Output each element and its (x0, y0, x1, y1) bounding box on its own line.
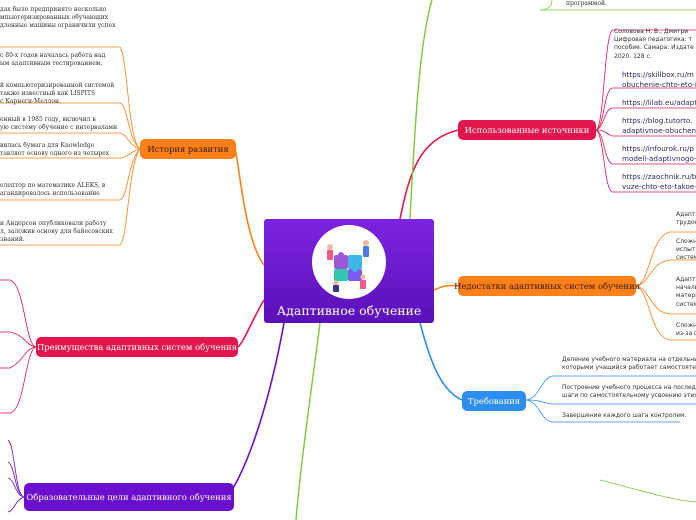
branch-history[interactable]: История развития (140, 139, 236, 159)
branch-sources[interactable]: Использованные источники (458, 120, 596, 140)
branch-history-label: История развития (147, 144, 229, 154)
source-link-4[interactable]: https://infourok.ru/p modeli-adaptivnogo… (622, 144, 696, 163)
branch-goals[interactable]: Образовательные цели адаптивного обучени… (24, 483, 234, 511)
history-note-5: вилась бумага для Knowledge тавляет осно… (0, 142, 110, 158)
central-topic-node[interactable]: Адаптивное обучение (264, 219, 434, 323)
history-note-6: елептор по математике ALEKS, в агандиров… (0, 182, 106, 198)
history-note-3: й компьютеризированной системой также из… (0, 82, 115, 106)
branch-disadvantages-label: Недостатки адаптивных систем обучения (454, 281, 640, 291)
branch-requirements-label: Требования (467, 396, 521, 406)
sources-top-note: программой. (566, 0, 607, 7)
branch-sources-label: Использованные источники (464, 125, 590, 135)
source-link-1[interactable]: https://skillbox.ru/m obuchenie-chto-eto… (622, 70, 696, 89)
source-link-2[interactable]: https://lilab.eu/adapt (622, 98, 696, 107)
requirement-note-3: Завершение каждого шага контролем. (562, 412, 687, 419)
central-topic-title: Адаптивное обучение (276, 303, 422, 318)
history-note-2: с 80-х годов началась работа над ым адап… (0, 52, 106, 68)
history-note-7: и Андерсон опубликовали работу л, заложи… (0, 220, 113, 244)
requirement-note-2: Построение учебного процесса на последов… (562, 384, 696, 400)
disadvantage-note-4: Сложно из-за ф (676, 322, 696, 338)
branch-advantages-label: Преимущества адаптивных систем обучения (36, 342, 238, 352)
requirement-note-1: Деление учебного материала на отдельные … (562, 356, 696, 372)
branch-disadvantages[interactable]: Недостатки адаптивных систем обучения (454, 276, 640, 296)
branch-goals-label: Образовательные цели адаптивного обучени… (26, 491, 232, 502)
source-link-3[interactable]: https://blog.tutorto. adaptivnoe-obuchen… (622, 116, 696, 135)
history-note-1: дах было предпринято несколько мпьютериз… (0, 6, 116, 30)
source-link-5[interactable]: https://zaochnik.ru/b vuze-chto-eto-tako… (622, 172, 696, 191)
branch-requirements[interactable]: Требования (462, 391, 526, 411)
disadvantage-note-3: Адапти началь матери систем (676, 276, 696, 308)
disadvantage-note-2: Сложно испыт систем (676, 238, 696, 262)
sources-book-reference: Соловова Н. В., Дмитри Цифровая педагоги… (614, 28, 694, 60)
history-note-4: енный в 1985 году, включил в ую систему … (0, 116, 118, 132)
disadvantage-note-1: Адапти трудоё (676, 211, 696, 227)
branch-advantages[interactable]: Преимущества адаптивных систем обучения (36, 337, 238, 357)
puzzle-team-illustration-icon (312, 225, 386, 299)
